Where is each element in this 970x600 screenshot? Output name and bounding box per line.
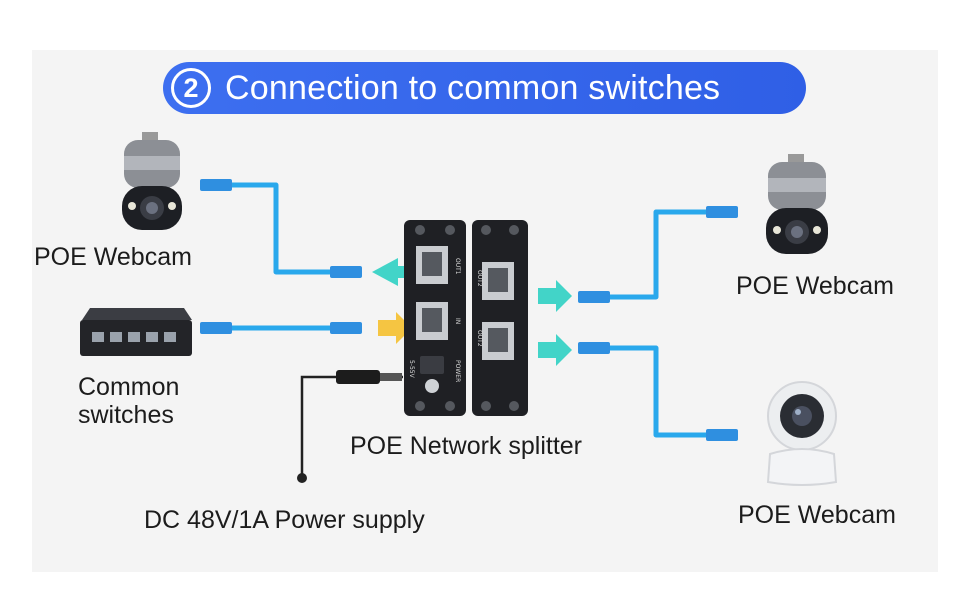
rj45-plug xyxy=(330,322,362,334)
network-switch-icon xyxy=(80,308,192,356)
port-label-in: IN xyxy=(454,318,461,324)
rj45-plug xyxy=(578,342,610,354)
port-label-voltage: 5-55V xyxy=(408,360,415,379)
rj45-plug xyxy=(200,322,232,334)
arrow-out-right-2 xyxy=(538,334,572,366)
webcam-label-top-left: POE Webcam xyxy=(34,243,192,271)
banner-title: Connection to common switches xyxy=(225,68,721,107)
cable-splitter-to-bottom-webcam xyxy=(601,345,715,438)
power-cable xyxy=(300,375,403,475)
dome-camera-icon xyxy=(766,381,838,486)
step-number-badge: 2 xyxy=(171,68,211,108)
cable-splitter-to-right-webcam xyxy=(601,209,715,300)
poe-splitter-icon: OUT1 IN POWER 5-55V OUT2 OUT2 xyxy=(404,220,528,416)
splitter-label: POE Network splitter xyxy=(350,432,583,460)
switch-label-line2: switches xyxy=(78,401,174,429)
rj45-plug xyxy=(578,291,610,303)
port-label-out2: OUT2 xyxy=(476,270,483,287)
rj45-plug xyxy=(200,179,232,191)
power-plug xyxy=(336,370,380,384)
arrow-out-left xyxy=(372,258,412,286)
port-label-power: POWER xyxy=(454,360,461,382)
cable-webcam-to-splitter xyxy=(229,182,341,275)
ptz-camera-icon xyxy=(122,132,182,230)
arrow-out-right-1 xyxy=(538,280,572,312)
ptz-camera-icon xyxy=(766,154,828,254)
port-label-out2: OUT2 xyxy=(476,330,483,347)
arrow-in xyxy=(378,312,412,344)
power-cable-end xyxy=(297,473,307,483)
power-supply-label: DC 48V/1A Power supply xyxy=(144,506,425,534)
rj45-plug xyxy=(330,266,362,278)
rj45-plug xyxy=(706,206,738,218)
webcam-label-right-top: POE Webcam xyxy=(736,272,894,300)
title-banner: 2 Connection to common switches xyxy=(163,62,806,114)
webcam-label-right-bottom: POE Webcam xyxy=(738,501,896,529)
switch-label-line1: Common xyxy=(78,373,180,401)
port-label-out1: OUT1 xyxy=(454,258,461,275)
rj45-plug xyxy=(706,429,738,441)
